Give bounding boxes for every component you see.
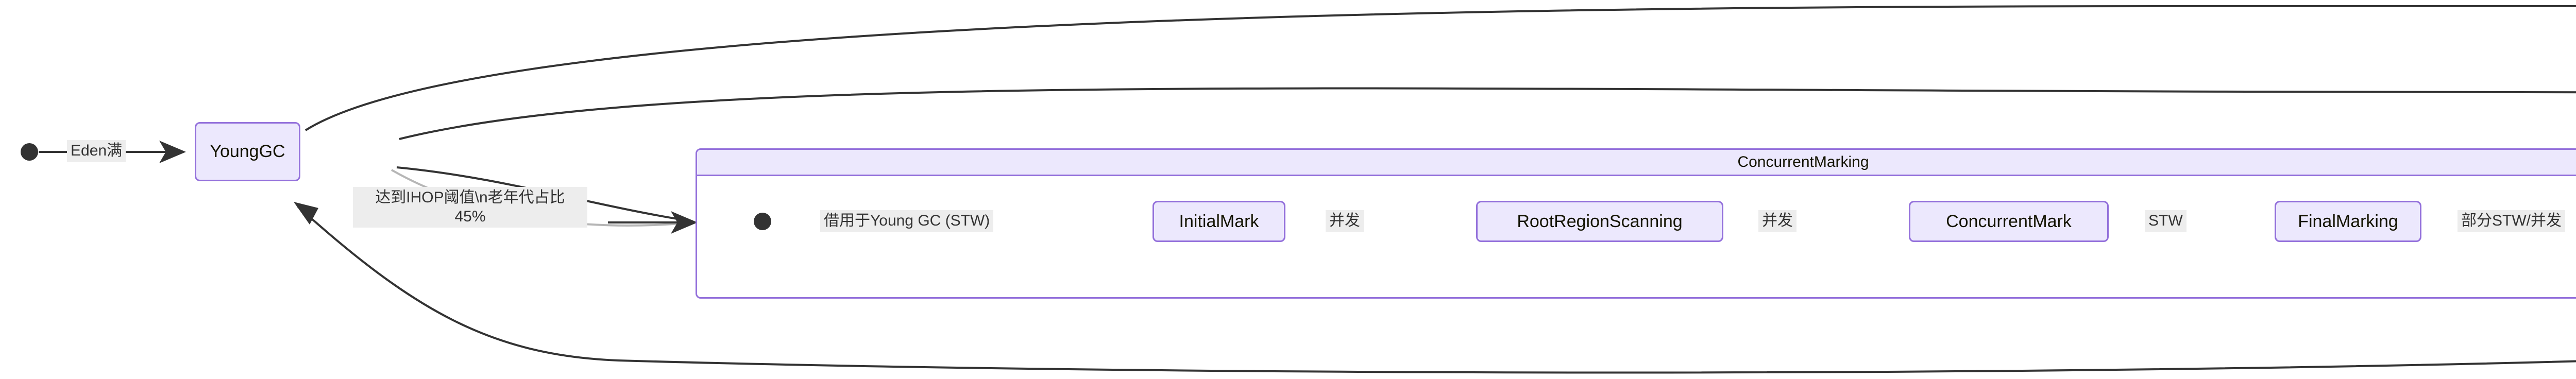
- state-node-younggc-label: YoungGC: [210, 142, 285, 161]
- edge-label-eden-full: Eden满: [67, 140, 126, 162]
- state-node-rootregionscanning[interactable]: RootRegionScanning: [1476, 201, 1723, 242]
- state-node-concurrentmark-label: ConcurrentMark: [1946, 211, 2072, 231]
- composite-state-concurrentmarking-title: ConcurrentMarking: [697, 150, 2576, 176]
- state-node-initialmark[interactable]: InitialMark: [1153, 201, 1285, 242]
- edge-label-concurrent-1: 并发: [1326, 210, 1364, 232]
- edge-label-ihop-line1: 达到IHOP阈值\n老年代占比: [375, 189, 565, 206]
- edge-label-borrowed-young-gc-stw: 借用于Young GC (STW): [820, 210, 994, 232]
- edge-label-stw: STW: [2145, 210, 2187, 232]
- edge-younggc-to-fullgc-alt: [399, 87, 2576, 140]
- state-node-finalmarking-label: FinalMarking: [2298, 211, 2398, 231]
- state-node-initialmark-label: InitialMark: [1179, 211, 1259, 231]
- edge-label-partial-stw-concurrent: 部分STW/并发: [2458, 210, 2565, 232]
- edge-mixedgc-to-younggc: [294, 202, 2576, 374]
- inner-start-state-marker: [754, 213, 771, 230]
- start-state-marker: [21, 143, 38, 161]
- state-node-younggc[interactable]: YoungGC: [195, 122, 300, 181]
- edge-younggc-to-fullgc: [304, 5, 2576, 131]
- state-node-concurrentmark[interactable]: ConcurrentMark: [1909, 201, 2109, 242]
- edge-label-ihop-threshold: 达到IHOP阈值\n老年代占比 45%: [353, 187, 587, 228]
- edge-label-ihop-line2: 45%: [454, 208, 486, 225]
- state-node-finalmarking[interactable]: FinalMarking: [2275, 201, 2421, 242]
- edge-label-concurrent-2: 并发: [1758, 210, 1797, 232]
- state-node-rootregionscanning-label: RootRegionScanning: [1517, 211, 1683, 231]
